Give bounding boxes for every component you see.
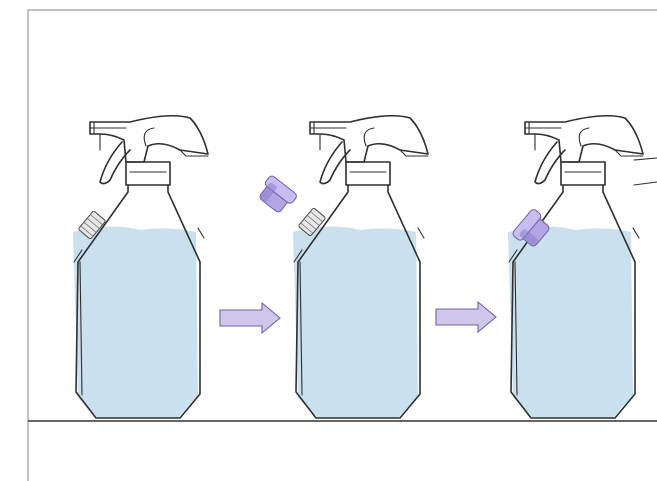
panel-3-bottle — [508, 116, 643, 418]
panel-1-bottle — [73, 116, 208, 418]
step-arrow-2 — [436, 302, 496, 332]
removed-cap-icon — [255, 175, 298, 216]
step-arrow-1 — [220, 303, 280, 333]
panel-2-bottle — [293, 116, 428, 418]
